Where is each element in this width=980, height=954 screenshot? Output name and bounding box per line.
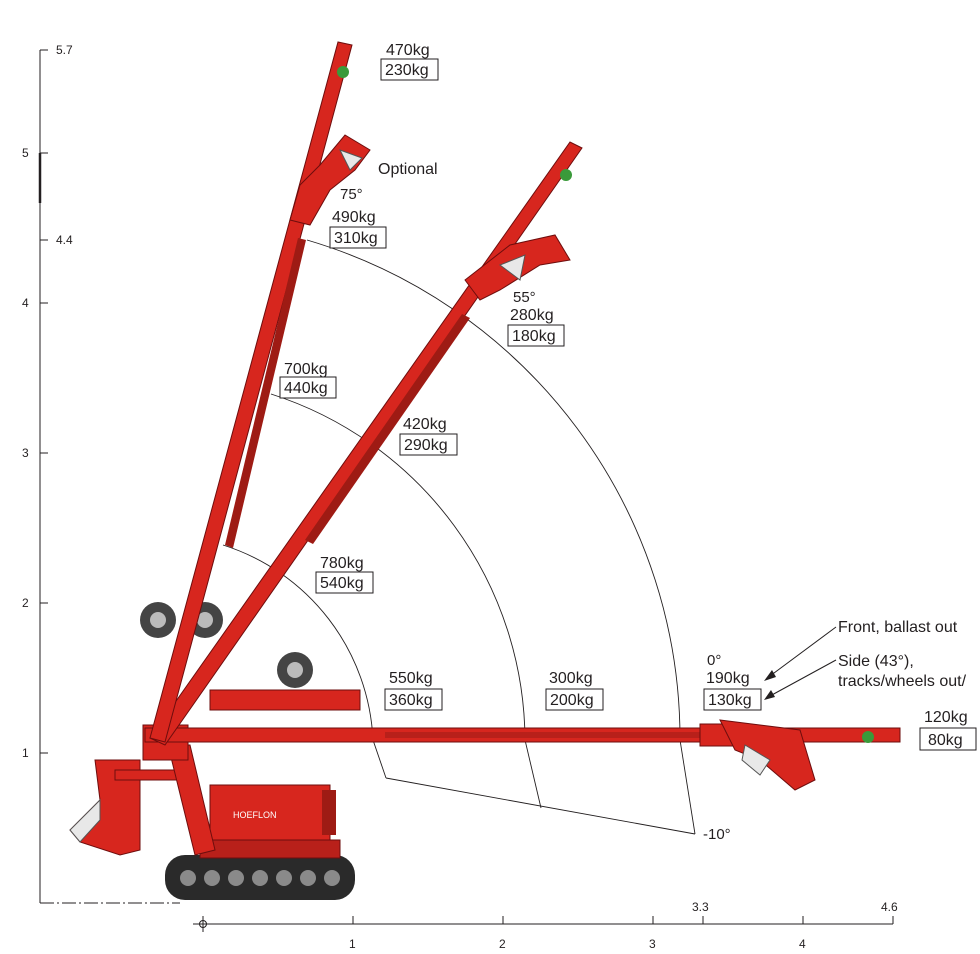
load-h4: 120kg 80kg (919, 709, 977, 751)
x-tick-3.3: 3.3 (692, 900, 709, 914)
load-h3: 0° 190kg 130kg (703, 652, 762, 711)
boom-horizontal (144, 652, 901, 791)
legend-side-1: Side (43°), (838, 653, 914, 670)
legend-front: Front, ballast out (838, 619, 958, 636)
svg-text:180kg: 180kg (512, 328, 556, 345)
y-tick-4.4: 4.4 (56, 233, 73, 247)
boom-55 (149, 141, 583, 746)
negative-angle-label: -10° (703, 826, 731, 843)
x-tick-2: 2 (499, 937, 506, 951)
svg-text:80kg: 80kg (928, 732, 963, 749)
reach-arcs (222, 239, 696, 835)
x-tick-3: 3 (649, 937, 656, 951)
load-tip-55: 55° 280kg 180kg (507, 289, 565, 347)
brand-logo: HOEFLON (233, 810, 277, 820)
y-tick-1: 1 (22, 746, 29, 760)
svg-text:130kg: 130kg (708, 692, 752, 709)
jib-attachment-horizontal (719, 719, 816, 791)
x-tick-4: 4 (799, 937, 806, 951)
svg-text:540kg: 540kg (320, 575, 364, 592)
optional-label: Optional (378, 161, 438, 178)
svg-text:780kg: 780kg (320, 555, 364, 572)
legend-notes: Front, ballast out Side (43°), tracks/wh… (764, 619, 967, 700)
svg-text:55°: 55° (513, 289, 536, 306)
svg-text:300kg: 300kg (549, 670, 593, 687)
y-tick-5: 5 (22, 146, 29, 160)
load-h1: 550kg 360kg (384, 670, 443, 711)
y-tick-2: 2 (22, 596, 29, 610)
svg-text:490kg: 490kg (332, 209, 376, 226)
load-mid-75: 75° 490kg 310kg (329, 186, 387, 249)
svg-text:360kg: 360kg (389, 692, 433, 709)
svg-text:470kg: 470kg (386, 42, 430, 59)
x-axis: 1 2 3 4 3.3 4.6 (193, 900, 898, 951)
y-tick-5.7: 5.7 (56, 43, 73, 57)
svg-text:75°: 75° (340, 186, 363, 203)
boom-75 (140, 41, 371, 743)
load-r3-75: 700kg 440kg (279, 361, 337, 399)
svg-text:230kg: 230kg (385, 62, 429, 79)
x-tick-1: 1 (349, 937, 356, 951)
load-tip-75: 470kg 230kg (380, 42, 439, 81)
svg-text:290kg: 290kg (404, 437, 448, 454)
svg-text:310kg: 310kg (334, 230, 378, 247)
load-r3-55: 420kg 290kg (399, 416, 458, 456)
crane-machine: HOEFLON (69, 724, 355, 900)
y-tick-4: 4 (22, 296, 29, 310)
svg-text:700kg: 700kg (284, 361, 328, 378)
load-r1-55: 780kg 540kg (315, 555, 374, 594)
load-h2: 300kg 200kg (545, 670, 604, 711)
svg-text:0°: 0° (707, 652, 721, 669)
svg-text:280kg: 280kg (510, 307, 554, 324)
svg-text:200kg: 200kg (550, 692, 594, 709)
svg-text:550kg: 550kg (389, 670, 433, 687)
y-axis: 5.7 5 4.4 4 3 2 1 (22, 43, 73, 903)
svg-text:120kg: 120kg (924, 709, 968, 726)
svg-text:420kg: 420kg (403, 416, 447, 433)
x-tick-4.6: 4.6 (881, 900, 898, 914)
y-tick-3: 3 (22, 446, 29, 460)
legend-side-2: tracks/wheels out/ (838, 673, 967, 690)
svg-text:190kg: 190kg (706, 670, 750, 687)
svg-text:440kg: 440kg (284, 380, 328, 397)
